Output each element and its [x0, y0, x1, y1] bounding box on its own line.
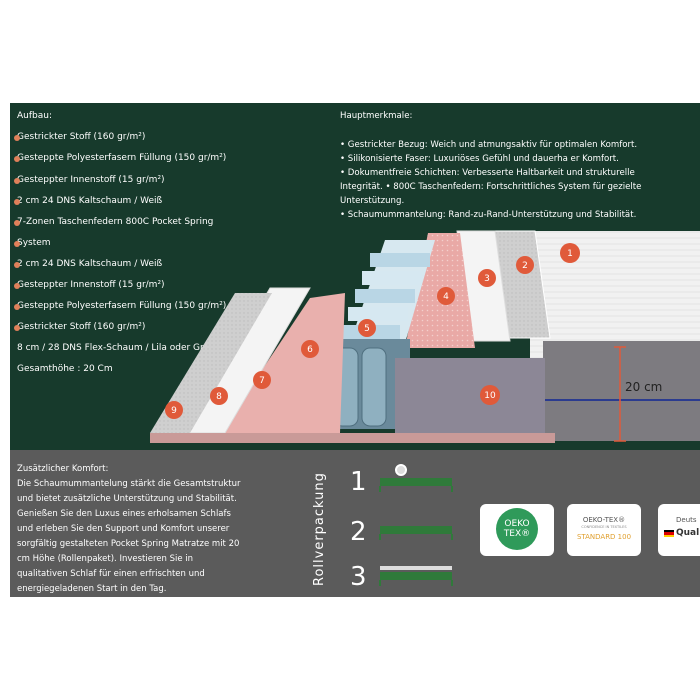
total-height: Gesamthöhe : 20 Cm — [17, 364, 113, 374]
comfort-line: cm Höhe (Rollenpaket). Investieren Sie i… — [17, 554, 194, 564]
marker-8-label: 8 — [216, 392, 222, 402]
spring-rows — [340, 253, 430, 339]
comfort-title: Zusätzlicher Komfort: — [17, 464, 109, 474]
marker-10-label: 10 — [484, 391, 496, 401]
feature-line: • Gestrickter Bezug: Weich und atmungsak… — [340, 140, 638, 150]
layer-markers — [165, 243, 580, 419]
comfort-line: sorgfältig gestalteten Pocket Spring Mat… — [17, 539, 240, 549]
feature-line: Unterstützung. — [340, 196, 405, 206]
construction-panel: Aufbau: Gestrickter Stoff (160 gr/m²) Ge… — [10, 103, 700, 450]
step-2-bed — [380, 526, 452, 534]
oeko-tex-logo: OEKO TEX® — [496, 508, 538, 550]
comfort-line: energiegeladenen Start in den Tag. — [17, 584, 167, 594]
list-item: 7-Zonen Taschenfedern 800C Pocket Spring — [14, 217, 213, 227]
list-item: 2 cm 24 DNS Kaltschaum / Weiß — [14, 259, 162, 269]
comfort-line: qualitativen Schlaf für einen erfrischte… — [17, 569, 205, 579]
list-item: System — [14, 238, 51, 248]
german-flag-icon — [664, 530, 674, 537]
step-2-label: 2 — [350, 517, 367, 547]
bullet-dot — [14, 156, 20, 162]
list-item: Gesteppte Polyesterfasern Füllung (150 g… — [14, 153, 226, 163]
step-3-bed — [380, 572, 452, 580]
comfort-line: Genießen Sie den Luxus eines erholsamen … — [17, 509, 231, 519]
height-label: 20 cm — [625, 380, 662, 394]
step-3-label: 3 — [350, 562, 367, 590]
marker-10 — [480, 385, 500, 405]
step-1-label: 1 — [350, 467, 367, 497]
list-item: Gestrickter Stoff (160 gr/m²) — [14, 132, 145, 142]
marker-3 — [478, 269, 496, 287]
comfort-panel: Zusätzlicher Komfort: Die Schaumummantel… — [10, 450, 700, 597]
bullet-dot — [14, 135, 20, 141]
marker-3-label: 3 — [484, 274, 490, 284]
quality-top-text: Deuts — [676, 516, 697, 524]
bullet-dot — [14, 220, 20, 226]
layer-9-grey — [150, 293, 272, 433]
marker-7 — [253, 371, 271, 389]
foam-side-panel — [543, 341, 700, 441]
step-1-bed — [380, 478, 452, 486]
comfort-line: Die Schaumummantelung stärkt die Gesamts… — [17, 479, 241, 489]
comfort-line: und erleben Sie den Support und Komfort … — [17, 524, 230, 534]
list-item: Gesteppter Innenstoff (15 gr/m²) — [14, 280, 165, 290]
comfort-block: Zusätzlicher Komfort: Die Schaumummantel… — [17, 462, 272, 597]
list-item: 8 cm / 28 DNS Flex-Schaum / Lila oder Gr… — [17, 343, 215, 353]
step-3-mattress — [380, 566, 452, 570]
roll-packaging-illustration: 1 2 3 — [350, 464, 453, 590]
marker-5-label: 5 — [364, 324, 370, 334]
marker-2 — [516, 256, 534, 274]
step-1-roll — [395, 464, 407, 476]
layer-10-foam — [395, 358, 545, 433]
feature-line: • Silikonisierte Faser: Luxuriöses Gefüh… — [340, 154, 619, 164]
bullet-dot — [14, 283, 20, 289]
feature-line: Integrität. • 800C Taschenfedern: Fortsc… — [340, 182, 642, 192]
feature-line: • Dokumentfreie Schichten: Verbesserte H… — [340, 168, 635, 178]
layer-bottom-edge — [150, 433, 555, 443]
marker-6 — [301, 340, 319, 358]
marker-4-label: 4 — [443, 292, 449, 302]
marker-1-label: 1 — [567, 249, 573, 259]
roll-packaging-label: Rollverpackung — [312, 472, 327, 586]
list-item: Gestrickter Stoff (160 gr/m²) — [14, 322, 145, 332]
oeko-tex-standard-badge: OEKO-TEX® CONFIDENCE IN TEXTILES STANDAR… — [567, 504, 641, 556]
quality-bottom-text: Quali — [676, 528, 700, 538]
marker-2-label: 2 — [522, 261, 528, 271]
bullet-dot — [14, 241, 20, 247]
construction-title: Aufbau: — [17, 111, 52, 121]
list-item: Gesteppter Innenstoff (15 gr/m²) — [14, 175, 165, 185]
standard-small-text: CONFIDENCE IN TEXTILES — [581, 525, 627, 529]
layer-7-pink — [220, 293, 345, 433]
comfort-line: und bietet zusätzliche Unterstützung und… — [17, 494, 237, 504]
marker-6-label: 6 — [307, 345, 313, 355]
bullet-dot — [14, 262, 20, 268]
marker-9-label: 9 — [171, 406, 177, 416]
bullet-dot — [14, 304, 20, 310]
height-dimension — [614, 346, 626, 442]
bullet-dot — [14, 178, 20, 184]
marker-1 — [560, 243, 580, 263]
standard-bottom-text: STANDARD 100 — [576, 533, 632, 541]
standard-top-text: OEKO-TEX® — [582, 516, 626, 524]
bullet-dot — [14, 199, 20, 205]
list-item: 2 cm 24 DNS Kaltschaum / Weiß — [14, 196, 162, 206]
marker-5 — [358, 319, 376, 337]
marker-4 — [437, 287, 455, 305]
oeko-tex-badge: OEKO TEX® — [480, 504, 554, 556]
features-title: Hauptmerkmale: — [340, 111, 413, 121]
feature-line: • Schaumummantelung: Rand-zu-Rand-Unters… — [340, 210, 637, 220]
mattress-layer-diagram: 1 2 3 4 5 6 7 8 9 10 20 cm — [150, 230, 700, 443]
marker-8 — [210, 387, 228, 405]
marker-9 — [165, 401, 183, 419]
german-quality-badge: Deuts Quali — [658, 504, 700, 556]
list-item: Gesteppte Polyesterfasern Füllung (150 g… — [14, 301, 226, 311]
marker-7-label: 7 — [259, 376, 265, 386]
bullet-dot — [14, 325, 20, 331]
